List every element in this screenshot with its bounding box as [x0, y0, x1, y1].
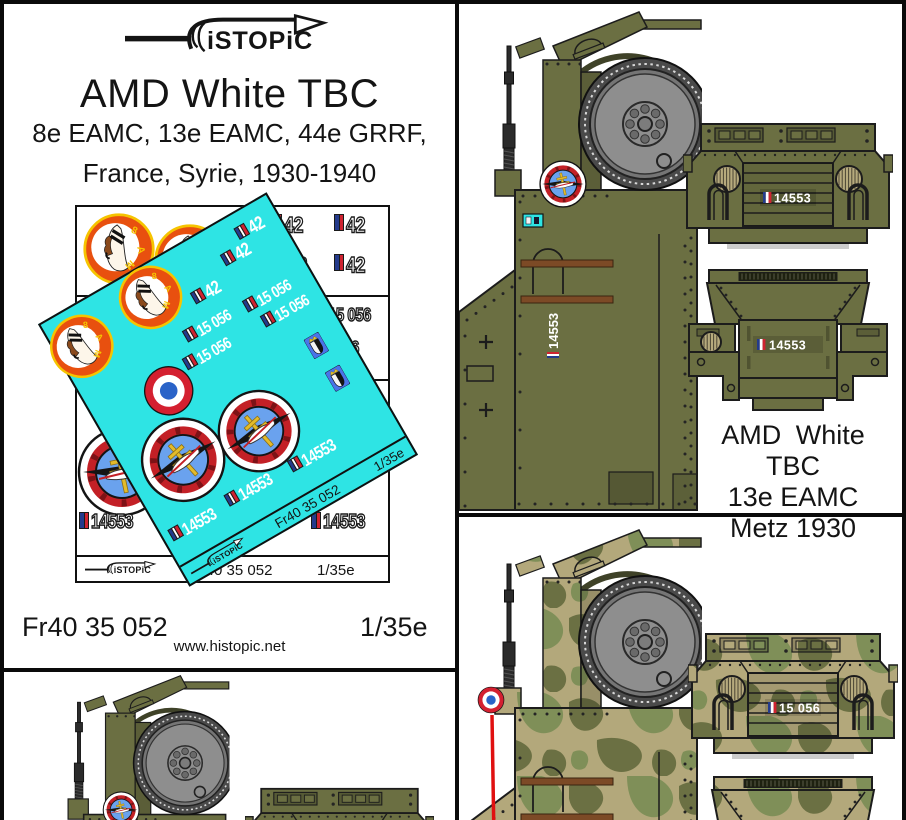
website: www.histopic.net	[173, 638, 286, 655]
vehicle-front-view-olive-partial	[244, 787, 435, 820]
frame-right	[902, 0, 906, 820]
reg-number-42: 42	[335, 213, 366, 237]
caption-unit: 13e EAMC	[727, 482, 859, 512]
frame-left	[0, 0, 4, 820]
reg-number-42: 42	[190, 276, 225, 308]
vehicle-side-profile-camo	[459, 524, 712, 820]
reg-number-42: 42	[234, 212, 268, 243]
svg-text:14553: 14553	[769, 339, 806, 353]
histopic-logo-small	[85, 560, 157, 583]
vehicle-rear-view-camo-partial	[688, 775, 898, 820]
sheet-scale: 1/35e	[317, 562, 355, 579]
reg-number-42: 42	[335, 253, 366, 277]
metz-shield-emblem	[324, 364, 353, 397]
divider-left-horizontal	[0, 668, 459, 672]
vehicle-front-view-camo: 15 056	[687, 632, 899, 765]
scheme-caption: AMD White TBC 13e EAMC Metz 1930	[688, 420, 898, 544]
reg-number-42: 42	[220, 238, 255, 270]
svg-text:14553: 14553	[774, 192, 811, 206]
subtitle-theatre: France, Syrie, 1930-1940	[82, 158, 377, 188]
scale-label: 1/35e	[360, 612, 428, 642]
vehicle-side-profile-olive: 14553	[458, 6, 712, 517]
frame-top	[0, 0, 906, 4]
vehicle-front-view-olive: 14553	[682, 122, 894, 255]
reg-number-14553: 14553	[312, 512, 366, 533]
subtitle-units: 8e EAMC, 13e EAMC, 44e GRRF,	[32, 118, 427, 148]
svg-text:15 056: 15 056	[779, 702, 820, 716]
reg-number-14553: 14553	[80, 512, 134, 533]
metz-shield-emblem	[303, 331, 332, 364]
vehicle-rear-view-olive: 14553	[683, 268, 893, 423]
caption-place-year: Metz 1930	[729, 513, 857, 543]
divider-vertical	[455, 0, 459, 820]
histopic-logo	[125, 6, 330, 68]
product-code: Fr40 35 052	[22, 612, 168, 642]
page-title: AMD White TBC	[79, 72, 380, 116]
crescent-emblem	[37, 301, 130, 395]
caption-vehicle: AMD White TBC	[721, 420, 865, 481]
svg-text:14553: 14553	[546, 313, 561, 349]
vehicle-side-profile-olive-partial	[40, 671, 238, 820]
sheet-scale: 1/35e	[370, 444, 407, 475]
divider-right-horizontal	[455, 513, 906, 517]
